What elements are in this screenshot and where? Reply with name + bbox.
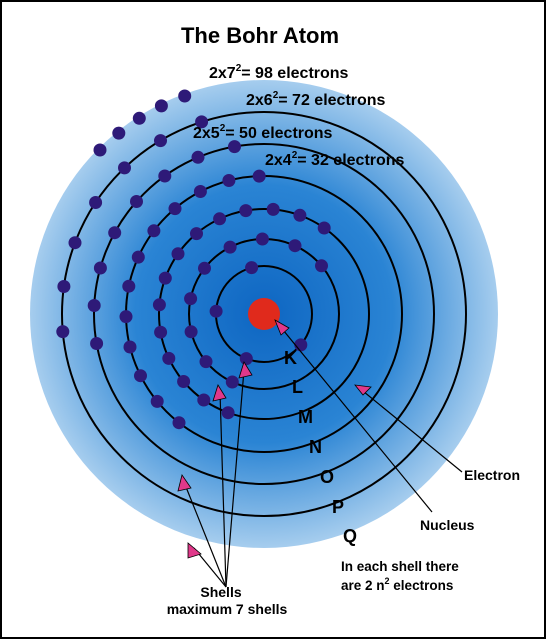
electron-ring2-3 xyxy=(255,232,269,246)
electron-ring3-14 xyxy=(221,406,235,420)
electron-ring5-3 xyxy=(158,169,172,183)
electron-ring4-4 xyxy=(168,202,182,216)
electron-ring5-5 xyxy=(108,226,122,240)
electron-pointer-line xyxy=(357,386,463,473)
electron-ring4-9 xyxy=(123,340,137,354)
electron-ring4-8 xyxy=(119,310,133,324)
shell-letter-k: K xyxy=(284,348,297,368)
electron-ring3-8 xyxy=(158,271,172,285)
electron-ring5-7 xyxy=(87,299,101,312)
rule-line-1: In each shell there xyxy=(341,559,459,574)
formula-shell-7: 2x72= 98 electrons xyxy=(209,63,349,82)
shell-arrowhead-3 xyxy=(177,474,192,492)
shell-pointer-line-3 xyxy=(183,481,227,588)
electron-ring1-2 xyxy=(209,304,223,318)
shell-pointer-line-2 xyxy=(219,391,227,588)
rule-line-2: are 2 n2 electrons xyxy=(341,576,453,593)
nucleus xyxy=(248,298,280,330)
electron-ring3-6 xyxy=(190,227,203,241)
formula-shell-6: 2x62= 72 electrons xyxy=(246,90,386,109)
shells-max-label: maximum 7 shells xyxy=(167,601,288,617)
shell-ring-3 xyxy=(158,208,370,420)
diagram-title: The Bohr Atom xyxy=(181,23,339,48)
electron-ring3-13 xyxy=(197,393,211,407)
electron-ring2-6 xyxy=(184,292,198,306)
electron-ring5-1 xyxy=(228,140,241,154)
electron-ring2-7 xyxy=(184,325,198,339)
electron-ring3-11 xyxy=(162,351,176,365)
shell-ring-6 xyxy=(61,111,467,517)
formula-shell-5: 2x52= 50 electrons xyxy=(193,123,333,142)
electron-ring2-2 xyxy=(288,239,302,253)
electron-ring3-10 xyxy=(154,325,168,339)
electron-dots xyxy=(56,89,331,430)
electron-ring5-6 xyxy=(93,261,107,275)
shell-arrowhead-2 xyxy=(212,384,227,402)
electron-ring2-9 xyxy=(225,375,239,389)
shell-letter-l: L xyxy=(292,377,303,397)
shell-letter-q: Q xyxy=(343,526,357,546)
shell-arrowhead-4 xyxy=(187,542,202,559)
electron-arrowhead xyxy=(354,384,372,396)
shell-pointer-line-1 xyxy=(225,369,245,588)
electron-ring3-12 xyxy=(177,375,191,388)
electron-ring3-9 xyxy=(152,298,166,312)
arrowheads xyxy=(177,319,372,559)
electron-ring5-4 xyxy=(130,195,143,208)
shell-arrowhead-1 xyxy=(238,361,253,379)
electron-ring2-5 xyxy=(198,261,211,275)
electron-ring5-2 xyxy=(191,150,205,164)
electron-label: Electron xyxy=(464,467,520,483)
electron-ring6-5 xyxy=(68,236,82,250)
electron-ring6-4 xyxy=(89,196,103,209)
electron-ring4-10 xyxy=(134,369,147,383)
electron-ring3-7 xyxy=(171,247,185,261)
electron-ring7-4 xyxy=(112,126,126,140)
electron-ring5-8 xyxy=(90,337,104,350)
electron-ring4-5 xyxy=(147,224,161,238)
formula-shell-4: 2x42= 32 electrons xyxy=(265,150,405,169)
electron-ring7-3 xyxy=(132,111,146,125)
electron-ring2-4 xyxy=(223,240,237,254)
electron-ring4-2 xyxy=(222,174,236,187)
electron-ring3-1 xyxy=(317,221,331,235)
shell-ring-5 xyxy=(93,143,435,485)
electron-ring7-1 xyxy=(178,89,192,103)
electron-ring4-12 xyxy=(172,416,186,430)
electron-ring6-3 xyxy=(118,161,131,175)
electron-ring3-2 xyxy=(293,208,307,222)
electron-ring6-7 xyxy=(56,325,70,339)
shell-letter-p: P xyxy=(332,497,344,517)
electron-ring3-3 xyxy=(266,202,280,216)
electron-ring4-1 xyxy=(252,169,266,183)
electron-ring4-11 xyxy=(150,394,164,408)
electron-ring6-6 xyxy=(57,280,71,293)
electron-ring7-2 xyxy=(154,99,168,113)
electron-ring1-1 xyxy=(245,261,259,275)
shell-letter-n: N xyxy=(309,437,322,457)
electron-ring6-1 xyxy=(195,115,209,129)
electron-ring4-3 xyxy=(193,185,207,198)
shells-label: Shells xyxy=(200,584,241,600)
electron-ring1-3 xyxy=(239,352,253,366)
electron-ring2-1 xyxy=(315,259,328,273)
nucleus-label: Nucleus xyxy=(420,517,475,533)
nucleus-arrowhead xyxy=(274,319,290,336)
electron-ring4-7 xyxy=(122,279,136,293)
nucleus-pointer-line xyxy=(278,324,433,513)
electron-ring2-8 xyxy=(199,355,213,369)
electron-ring4-6 xyxy=(131,250,145,264)
electron-ring7-5 xyxy=(93,143,107,157)
shell-letter-o: O xyxy=(320,467,334,487)
electron-ring3-4 xyxy=(239,204,253,218)
electron-ring6-2 xyxy=(154,134,167,148)
shell-letter-m: M xyxy=(298,407,313,427)
electron-ring3-5 xyxy=(213,212,227,226)
pointer-lines xyxy=(183,324,463,588)
